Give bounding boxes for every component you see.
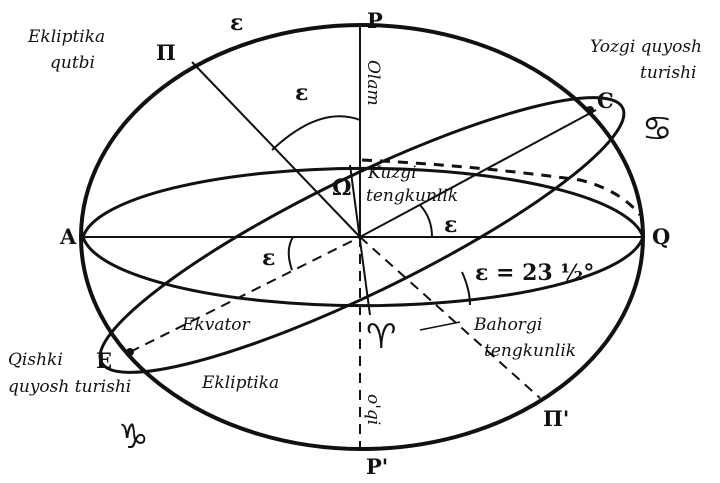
angle-arc-center [419, 204, 433, 238]
angle-arc-right [461, 271, 471, 306]
angle-arc-top [271, 115, 361, 151]
epsilon-value-label: ε = 23 ½° [475, 260, 594, 286]
aries-icon: ♈ [366, 317, 396, 357]
epsilon-center-angle: ε [444, 212, 457, 238]
label-bahorgi-1: Bahorgi [473, 315, 542, 335]
capricorn-icon: ♑ [118, 417, 148, 457]
ecliptic-hidden-dashes [361, 158, 642, 216]
label-qishki-2: quyosh turishi [8, 377, 131, 397]
label-E: E [96, 348, 112, 373]
label-P: P [367, 8, 383, 33]
point-E [126, 348, 134, 356]
label-P-prime: P' [366, 454, 388, 479]
label-kuzgi-1: Kuzgi [367, 163, 417, 183]
label-ekliptika: Ekliptika [201, 373, 279, 393]
epsilon-top: ε [230, 10, 243, 36]
label-ekvator: Ekvator [181, 315, 251, 335]
ecliptic-pole-axis-upper [191, 61, 361, 238]
epsilon-left-angle: ε [262, 245, 275, 271]
angle-arc-left [287, 236, 294, 271]
label-A: A [59, 224, 77, 249]
label-bahorgi-2: tengkunlik [484, 341, 576, 361]
ecliptic-pole-axis-lower [359, 236, 541, 399]
label-Pi-prime: Π' [543, 406, 569, 431]
label-Q: Q [652, 224, 670, 249]
ecliptic-diameter-upper [359, 109, 597, 238]
cancer-icon: ♋ [642, 109, 672, 149]
label-C: C [597, 88, 614, 113]
label-kuzgi-2: tengkunlik [366, 186, 458, 206]
label-ekliptika-qutbi-1: Ekliptika [27, 27, 105, 47]
label-Pi: Π [156, 40, 176, 65]
label-yozgi-1: Yozgi quyosh [590, 37, 702, 57]
equinox-line [349, 164, 371, 316]
label-ekliptika-qutbi-2: qutbi [50, 53, 95, 73]
ecliptic-diameter-lower [129, 236, 361, 353]
label-oqi: o'qi [363, 394, 383, 425]
libra-icon: Ω [332, 175, 352, 201]
label-olam: Olam [363, 60, 383, 106]
epsilon-upper-angle: ε [295, 80, 308, 106]
ecliptic-ellipse [98, 96, 626, 374]
equator-back-arc [81, 166, 645, 238]
equator-front-arc [81, 236, 645, 308]
label-yozgi-2: turishi [640, 63, 696, 83]
bahorgi-leader-line [419, 321, 461, 331]
point-C [586, 106, 594, 114]
label-qishki-1: Qishki [8, 350, 63, 370]
